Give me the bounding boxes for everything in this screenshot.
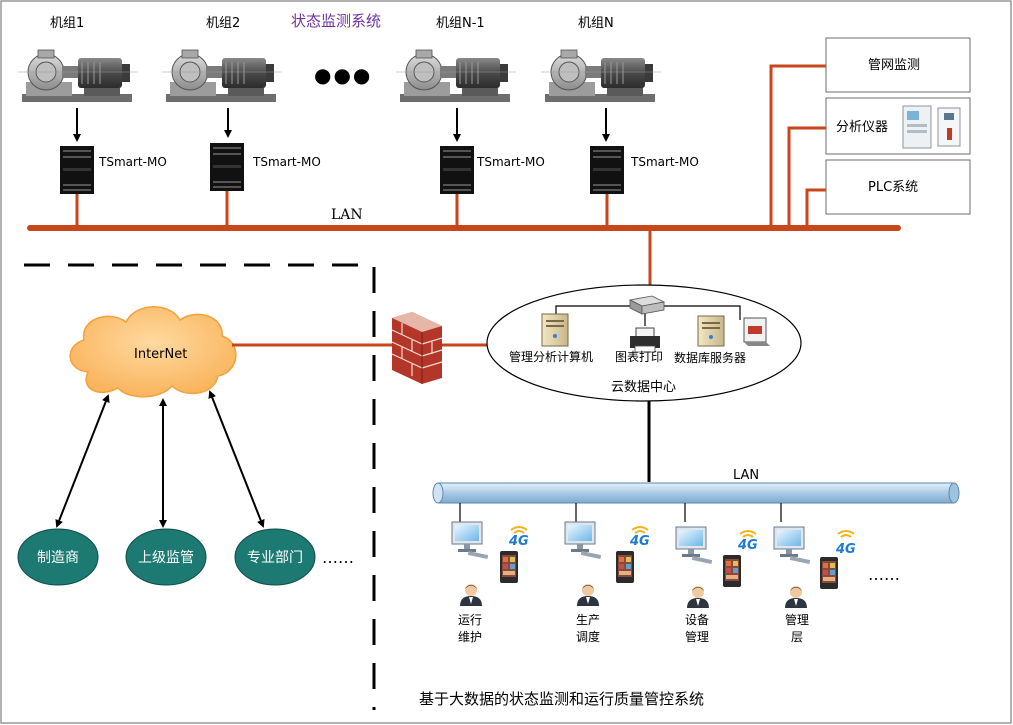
4g-signal-icon (631, 526, 649, 534)
smartphone-icon (616, 551, 634, 583)
unit-n-1: 机组N-1 TSmart-MO (395, 16, 545, 194)
box-label: 分析仪器 (836, 120, 888, 135)
device-lan-drops (75, 191, 609, 228)
analyzer-box: 分析仪器 (825, 97, 971, 155)
4g-signal-icon (739, 530, 757, 538)
box-label: 管网监测 (868, 58, 920, 73)
diagram-caption: 基于大数据的状态监测和运行质量管控系统 (419, 690, 704, 708)
pump-motor-icon (395, 49, 517, 103)
person-icon (687, 586, 709, 608)
node-manufacturer: 制造商 (17, 528, 99, 586)
tsmart-device-icon (210, 143, 244, 191)
terminal-label-line2: 层 (791, 630, 803, 644)
smartphone-icon (500, 551, 518, 583)
terminal-label-line1: 管理 (785, 612, 809, 627)
device-label: TSmart-MO (476, 155, 545, 169)
terminal-equipment-management: 4G 设备 管理 (675, 503, 758, 644)
desktop-pc-icon (451, 521, 489, 560)
terminal-production-dispatch: 4G 生产 调度 (564, 503, 650, 644)
desktop-pc-icon (675, 526, 713, 565)
datacenter-item-label: 管理分析计算机 (509, 349, 593, 364)
unit-n: 机组N TSmart-MO (540, 16, 699, 194)
person-icon (785, 586, 807, 608)
printer-icon (630, 327, 660, 353)
unit-1: 机组1 TSmart-MO (17, 16, 167, 194)
unit-label: 机组2 (206, 16, 240, 31)
bottom-lan-label: LAN (733, 468, 759, 483)
terminal-label-line2: 管理 (685, 629, 709, 644)
unit-label: 机组N-1 (436, 16, 485, 31)
plc-box: PLC系统 (825, 159, 971, 215)
internet-arrows (55, 390, 265, 528)
smartphone-icon (723, 555, 741, 587)
database-server-icon (697, 315, 770, 347)
firewall-icon (391, 312, 443, 384)
bottom-lan-bus (432, 482, 960, 504)
4g-label: 4G (629, 534, 650, 549)
device-label: TSmart-MO (252, 155, 321, 169)
box-label: PLC系统 (868, 180, 918, 195)
unit-2: 机组2 TSmart-MO (161, 16, 321, 191)
desktop-pc-icon (564, 521, 602, 560)
device-label: TSmart-MO (630, 155, 699, 169)
terminal-label-line2: 调度 (576, 629, 600, 644)
terminal-label-line1: 设备 (685, 613, 709, 627)
tsmart-device-icon (590, 146, 624, 194)
terminal-management-layer: 4G 管理 层 (773, 503, 856, 644)
4g-label: 4G (508, 534, 529, 549)
person-icon (460, 584, 482, 606)
pump-motor-icon (540, 49, 662, 103)
smartphone-icon (820, 557, 838, 589)
pump-motor-icon (161, 49, 283, 103)
nodes-ellipsis: …… (322, 548, 354, 567)
server-icon (541, 313, 569, 347)
terminal-label-line2: 维护 (458, 630, 482, 644)
cloud-datacenter: 管理分析计算机 图表打印 数据库服务器 云数据中心 (486, 284, 802, 402)
right-connections (769, 64, 826, 228)
terminal-label-line1: 生产 (576, 613, 600, 627)
cloud-label: InterNet (134, 347, 187, 362)
node-superior-regulator: 上级监管 (125, 528, 207, 586)
terminals-ellipsis: …… (868, 565, 900, 584)
node-label: 制造商 (37, 550, 79, 566)
tsmart-device-icon (60, 146, 94, 194)
terminal-label-line1: 运行 (458, 613, 482, 627)
node-label: 上级监管 (138, 550, 194, 566)
device-label: TSmart-MO (98, 155, 167, 169)
internet-cloud: InterNet (69, 306, 237, 398)
desktop-pc-icon (773, 526, 811, 565)
datacenter-item-label: 数据库服务器 (674, 350, 746, 365)
analyzer-instrument-icon (902, 105, 961, 149)
pump-motor-icon (17, 49, 139, 103)
4g-signal-icon (510, 526, 528, 534)
tsmart-device-icon (440, 146, 474, 194)
datacenter-item-label: 图表打印 (615, 350, 663, 364)
node-professional-dept: 专业部门 (234, 528, 316, 586)
system-title: 状态监测系统 (291, 12, 381, 30)
terminal-operation-maintenance: 4G 运行 维护 (451, 503, 529, 644)
unit-label: 机组1 (50, 16, 84, 31)
4g-signal-icon (837, 530, 855, 538)
units-ellipsis: ●●● (314, 63, 372, 87)
4g-label: 4G (737, 538, 758, 553)
switch-icon (628, 295, 666, 315)
unit-label: 机组N (578, 16, 614, 31)
datacenter-label: 云数据中心 (611, 380, 676, 395)
pipe-network-box: 管网监测 (825, 37, 971, 93)
top-lan-label: LAN (331, 207, 363, 223)
4g-label: 4G (835, 542, 856, 557)
person-icon (577, 584, 599, 606)
node-label: 专业部门 (247, 550, 303, 566)
